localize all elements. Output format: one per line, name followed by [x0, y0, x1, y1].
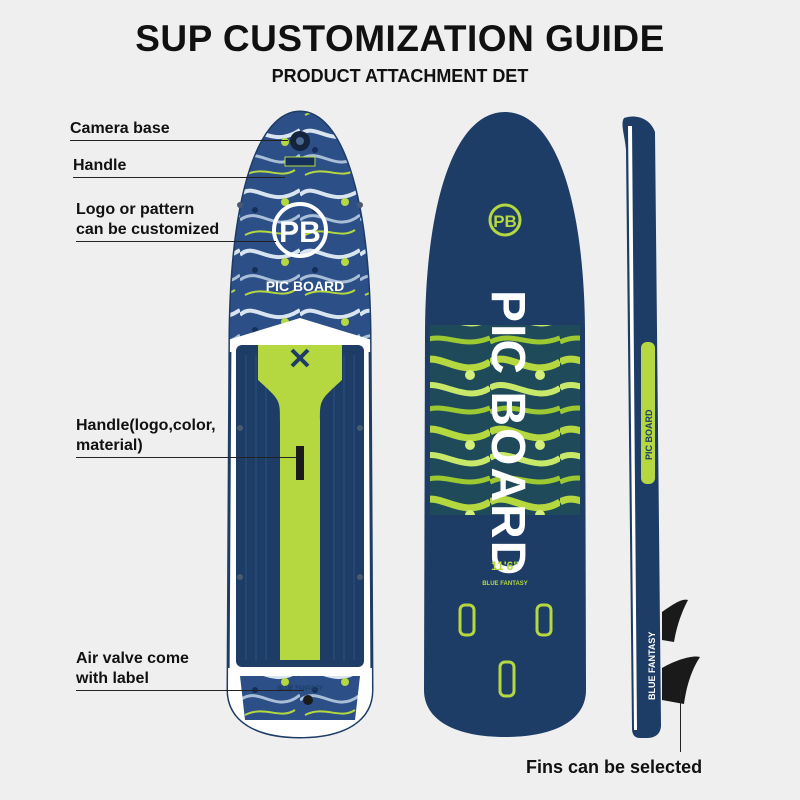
side-board: PIC BOARD BLUE FANTASY	[622, 116, 700, 739]
front-logo-monogram: PB	[279, 216, 321, 249]
air-valve	[303, 695, 313, 705]
back-size: 11'6"	[491, 559, 519, 573]
back-logo-monogram: PB	[493, 212, 517, 231]
callout-handle-custom-line2: material)	[76, 437, 143, 454]
page-subtitle: PRODUCT ATTACHMENT DET	[271, 66, 529, 86]
large-fin	[662, 656, 700, 704]
leader-logo	[76, 241, 276, 242]
back-brand: PIC BOARD	[481, 290, 534, 577]
front-tail-label: BLUE FANTASY	[277, 686, 323, 692]
callout-logo-line2: can be customized	[76, 221, 220, 238]
small-fin	[662, 599, 688, 642]
back-board: PB PIC BOARD 11'6" BLUE FANTASY	[424, 112, 586, 737]
front-board: PB PIC BOARD BLUE FANTASY	[226, 110, 374, 739]
callout-logo-line1: Logo or pattern	[76, 201, 195, 218]
callout-fins: Fins can be selected	[526, 757, 703, 777]
callout-handle-custom-line1: Handle(logo,color,	[76, 417, 216, 434]
center-handle	[296, 446, 304, 480]
side-brand: PIC BOARD	[644, 409, 654, 460]
back-model: BLUE FANTASY	[482, 581, 528, 587]
leader-handle	[73, 177, 285, 178]
side-model: BLUE FANTASY	[647, 632, 657, 700]
paddle-x-icon	[290, 348, 310, 368]
leader-fins	[680, 690, 681, 752]
callout-air-valve-line2: with label	[76, 670, 149, 687]
leader-handle-custom	[76, 457, 296, 458]
leader-camera-base	[70, 140, 288, 141]
callout-camera-base: Camera base	[70, 120, 170, 137]
page-title: SUP CUSTOMIZATION GUIDE	[135, 18, 665, 59]
front-brand: PIC BOARD	[266, 278, 345, 294]
callout-handle: Handle	[73, 157, 127, 174]
callout-air-valve-line1: Air valve come	[76, 650, 189, 667]
leader-air-valve	[76, 690, 304, 691]
